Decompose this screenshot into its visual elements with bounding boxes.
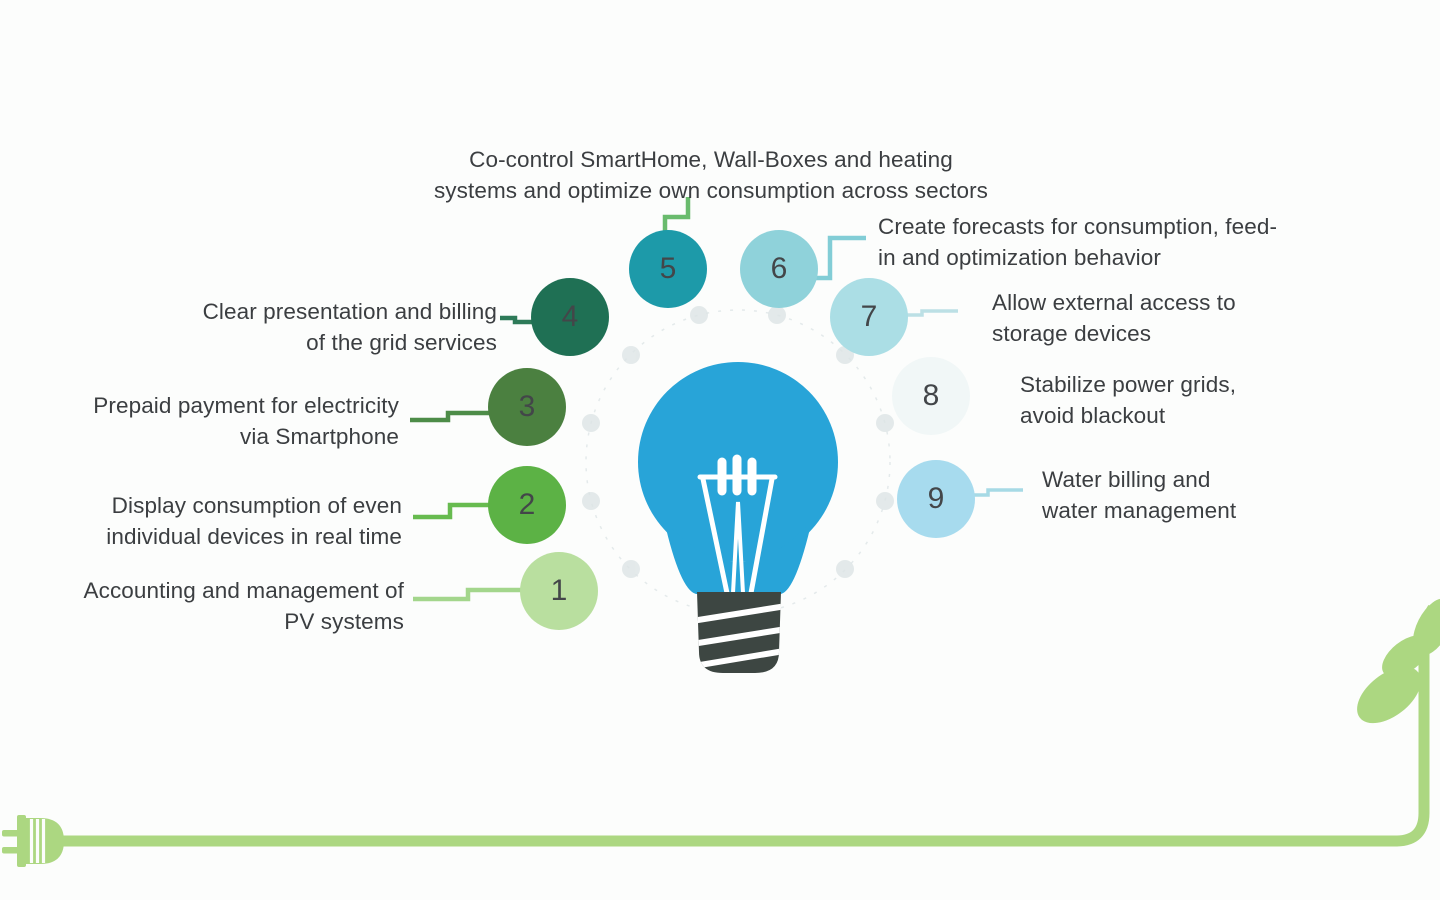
power-cord xyxy=(2,598,1440,867)
step-circle-4: 4 xyxy=(531,278,609,356)
step-label-2: Display consumption of even individual d… xyxy=(106,493,402,549)
connector-line-5 xyxy=(662,197,691,232)
step-circle-8: 8 xyxy=(892,357,970,435)
connector-line-9 xyxy=(973,488,1023,497)
connector-line-1 xyxy=(413,587,521,602)
step-circle-1: 1 xyxy=(520,552,598,630)
step-number-3: 3 xyxy=(518,390,536,423)
step-circle-5: 5 xyxy=(629,230,707,308)
step-label-4: Clear presentation and billing of the gr… xyxy=(202,299,497,355)
step-number-5: 5 xyxy=(659,252,677,285)
step-label-7: Allow external access to storage devices xyxy=(992,290,1236,346)
step-circle-7: 7 xyxy=(830,278,908,356)
step-circle-2: 2 xyxy=(488,466,566,544)
step-circle-9: 9 xyxy=(897,460,975,538)
step-number-7: 7 xyxy=(860,300,878,333)
connector-line-2 xyxy=(413,502,489,520)
plug-stripes xyxy=(29,819,46,863)
step-label-3: Prepaid payment for electricity via Smar… xyxy=(93,393,399,449)
decorative-ring xyxy=(582,306,894,615)
connector-line-3 xyxy=(410,410,489,423)
connector-line-7 xyxy=(907,309,958,317)
step-label-5: Co-control SmartHome, Wall-Boxes and hea… xyxy=(433,147,989,203)
step-circle-6: 6 xyxy=(740,230,818,308)
step-number-8: 8 xyxy=(922,379,940,412)
connector-line-4 xyxy=(500,315,532,325)
step-number-9: 9 xyxy=(927,482,945,515)
connector-line-6 xyxy=(814,235,866,281)
step-number-1: 1 xyxy=(550,574,568,607)
step-number-2: 2 xyxy=(518,488,536,521)
lightbulb-icon xyxy=(638,362,838,673)
connector-lines xyxy=(410,197,1023,602)
step-label-1: Accounting and management of PV systems xyxy=(83,578,404,634)
bulb-neck xyxy=(664,520,812,594)
bulb-base-threads xyxy=(697,603,781,669)
step-circle-3: 3 xyxy=(488,368,566,446)
step-label-8: Stabilize power grids, avoid blackout xyxy=(1020,372,1237,428)
step-number-4: 4 xyxy=(561,300,579,333)
bulb-filament xyxy=(697,454,778,596)
step-label-9: Water billing and water management xyxy=(1042,467,1237,523)
plant-sprout-icon xyxy=(1357,598,1440,724)
step-number-6: 6 xyxy=(770,252,788,285)
step-label-6: Create forecasts for consumption, feed- … xyxy=(878,214,1278,270)
